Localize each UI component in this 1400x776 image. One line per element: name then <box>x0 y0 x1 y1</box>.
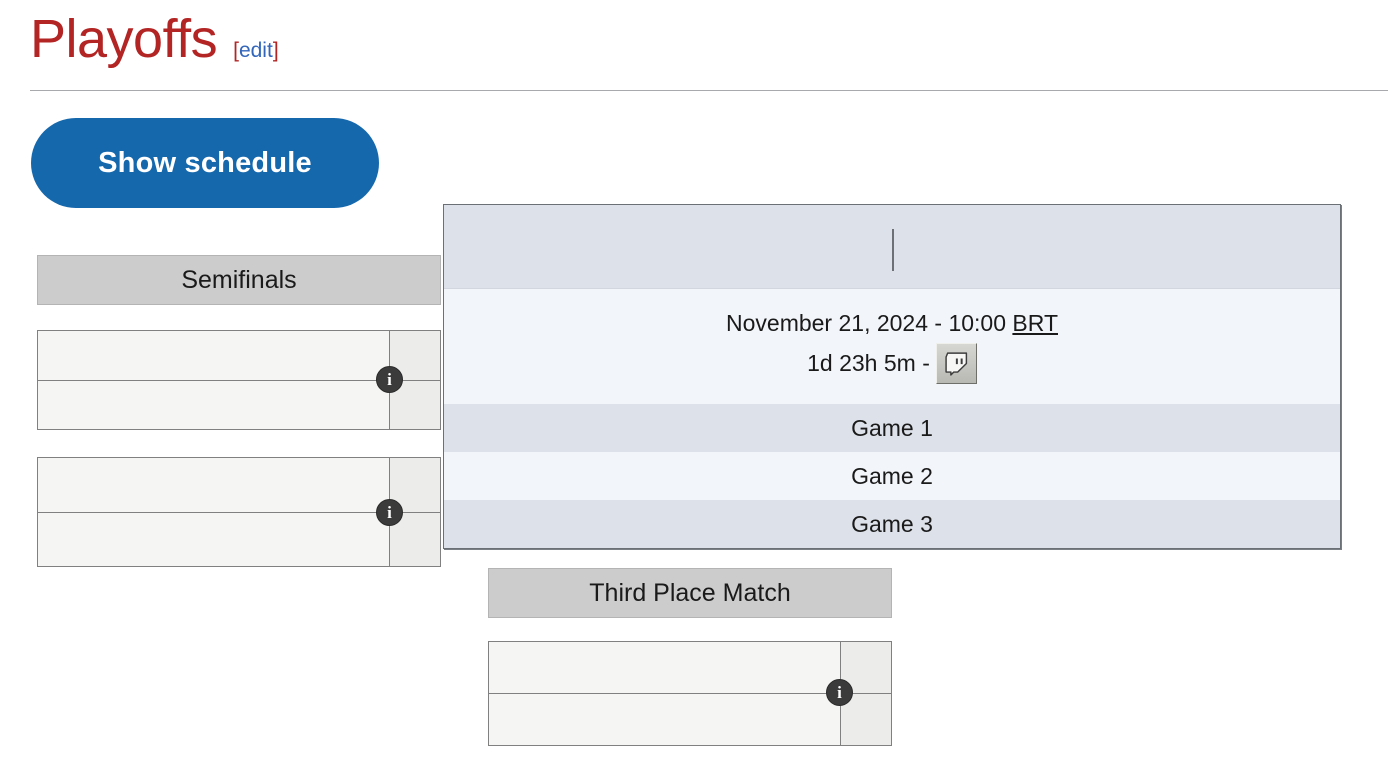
popup-game-row-1[interactable]: Game 1 <box>444 404 1340 452</box>
edit-close-bracket: ] <box>272 39 279 62</box>
popup-game-row-3[interactable]: Game 3 <box>444 500 1340 548</box>
team-row[interactable] <box>489 694 840 745</box>
heading-divider <box>30 90 1388 91</box>
round-header-third-place: Third Place Match <box>488 568 892 618</box>
page-title: Playoffs <box>30 9 218 69</box>
text-cursor-caret <box>892 229 894 271</box>
team-row[interactable] <box>38 380 389 429</box>
countdown-text: 1d 23h 5m - <box>807 349 930 376</box>
match-box-third-place[interactable] <box>488 641 892 746</box>
team-column <box>38 458 390 566</box>
team-row[interactable] <box>38 458 389 513</box>
edit-open-bracket: [ <box>233 39 239 62</box>
team-row[interactable] <box>38 512 389 566</box>
team-row[interactable] <box>38 331 389 381</box>
score-cell <box>841 694 891 745</box>
page-heading: Playoffs [edit] <box>30 12 279 66</box>
info-icon[interactable]: i <box>376 499 403 526</box>
info-icon[interactable]: i <box>376 366 403 393</box>
popup-date-text: November 21, 2024 - 10:00 <box>726 309 1013 336</box>
popup-header <box>444 205 1340 289</box>
twitch-icon[interactable] <box>935 342 977 384</box>
team-row[interactable] <box>489 642 840 694</box>
match-detail-popup[interactable]: November 21, 2024 - 10:00 BRT 1d 23h 5m … <box>443 204 1341 549</box>
popup-datetime-block: November 21, 2024 - 10:00 BRT 1d 23h 5m … <box>444 289 1340 404</box>
popup-countdown-line: 1d 23h 5m - <box>807 342 977 384</box>
info-icon[interactable]: i <box>826 679 853 706</box>
match-box-semifinal-2[interactable] <box>37 457 441 567</box>
round-header-semifinals: Semifinals <box>37 255 441 305</box>
popup-game-row-2[interactable]: Game 2 <box>444 452 1340 500</box>
team-column <box>489 642 841 745</box>
edit-section-link: [edit] <box>233 39 279 63</box>
team-column <box>38 331 390 429</box>
timezone-abbr[interactable]: BRT <box>1012 309 1058 336</box>
match-box-semifinal-1[interactable] <box>37 330 441 430</box>
popup-date-line: November 21, 2024 - 10:00 BRT <box>726 310 1058 337</box>
edit-link[interactable]: edit <box>238 39 273 62</box>
show-schedule-button[interactable]: Show schedule <box>31 118 379 208</box>
